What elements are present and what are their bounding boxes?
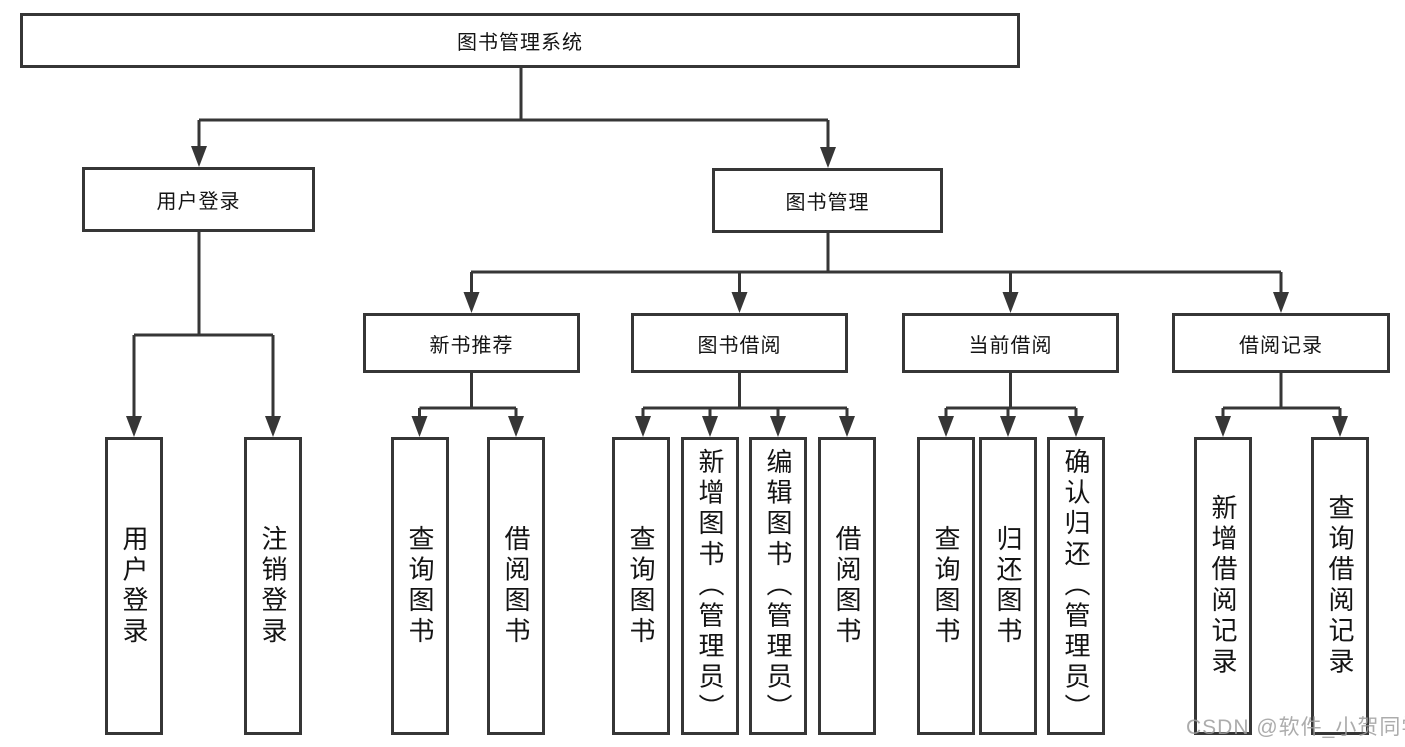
leaf-confirm-return-admin: 确认归还（管理员） — [1047, 437, 1105, 735]
node-root: 图书管理系统 — [20, 13, 1020, 68]
leaf-borrow-books: 借阅图书 — [818, 437, 876, 735]
csdn-watermark: CSDN @软件_小贺同学 — [1186, 716, 1405, 739]
leaf-user-login: 用户登录 — [105, 437, 163, 735]
leaf-edit-book-admin: 编辑图书（管理员） — [749, 437, 807, 735]
node-borrow-records: 借阅记录 — [1172, 313, 1390, 373]
leaf-query-books-current: 查询图书 — [917, 437, 975, 735]
leaf-add-book-admin: 新增图书（管理员） — [681, 437, 739, 735]
leaf-borrow-books-recommend: 借阅图书 — [487, 437, 545, 735]
node-book-management: 图书管理 — [712, 168, 943, 233]
node-new-book-recommend: 新书推荐 — [363, 313, 580, 373]
leaf-logout: 注销登录 — [244, 437, 302, 735]
node-user-login: 用户登录 — [82, 167, 315, 232]
node-current-borrow: 当前借阅 — [902, 313, 1119, 373]
node-book-borrow: 图书借阅 — [631, 313, 848, 373]
leaf-add-borrow-record: 新增借阅记录 — [1194, 437, 1252, 735]
leaf-query-borrow-record: 查询借阅记录 — [1311, 437, 1369, 735]
leaf-query-books-recommend: 查询图书 — [391, 437, 449, 735]
leaf-return-book: 归还图书 — [979, 437, 1037, 735]
leaf-query-books-borrow: 查询图书 — [612, 437, 670, 735]
